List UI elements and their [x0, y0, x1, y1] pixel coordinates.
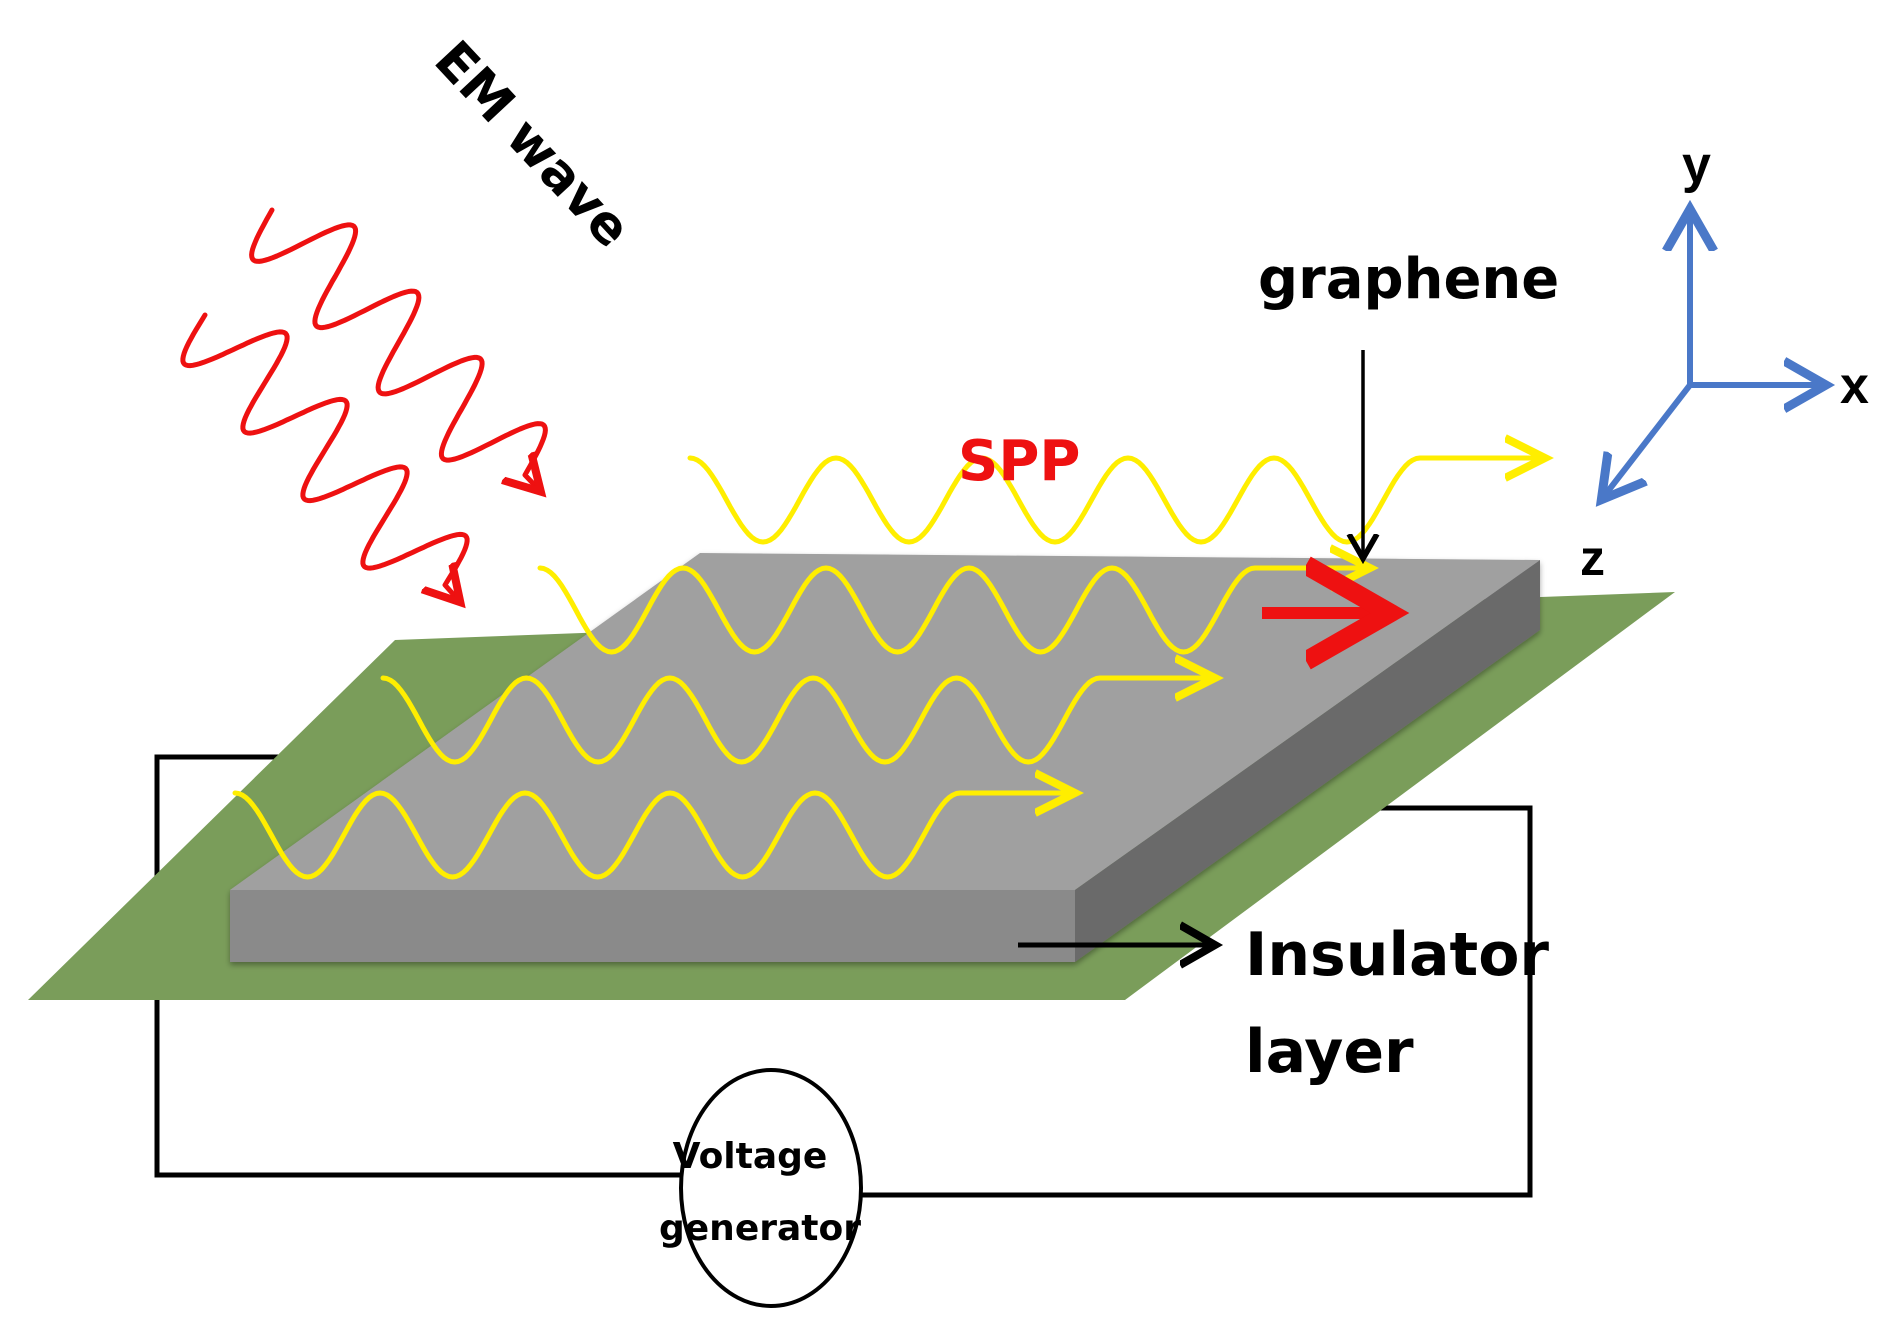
spp-wave-4: [232, 793, 1070, 880]
insulator-label-line2: layer: [1245, 1017, 1414, 1087]
spp-wave-2: [537, 568, 1365, 655]
voltage-generator: Voltage generator: [659, 1068, 863, 1308]
voltage-label-line2: generator: [659, 1208, 861, 1249]
slab-top-face: [230, 553, 1540, 890]
em-wave-2: [180, 312, 470, 599]
insulator-label-line1: Insulator: [1245, 920, 1549, 990]
spp-wave-3: [380, 678, 1210, 765]
slab-front-face: [230, 890, 1075, 962]
em-wave-1: [249, 207, 548, 488]
spp-wave-1: [687, 458, 1540, 545]
spp-label: SPP: [958, 429, 1080, 494]
spp-waves: [232, 458, 1540, 880]
em-wave-label: EM wave: [422, 30, 642, 259]
voltage-label-line1: Voltage: [673, 1136, 828, 1177]
z-axis-arrow: [1605, 383, 1693, 495]
axis-label-x: x: [1840, 357, 1869, 415]
coordinate-axes: [1605, 215, 1820, 495]
em-waves: [180, 207, 548, 599]
right-wire: [862, 805, 1533, 1198]
slab-side-face: [1075, 560, 1540, 962]
slab: [230, 553, 1540, 962]
axis-label-z: z: [1580, 530, 1605, 586]
voltage-source-circle: [679, 1068, 863, 1308]
axis-label-y: y: [1682, 136, 1711, 194]
graphene-label: graphene: [1258, 247, 1559, 312]
